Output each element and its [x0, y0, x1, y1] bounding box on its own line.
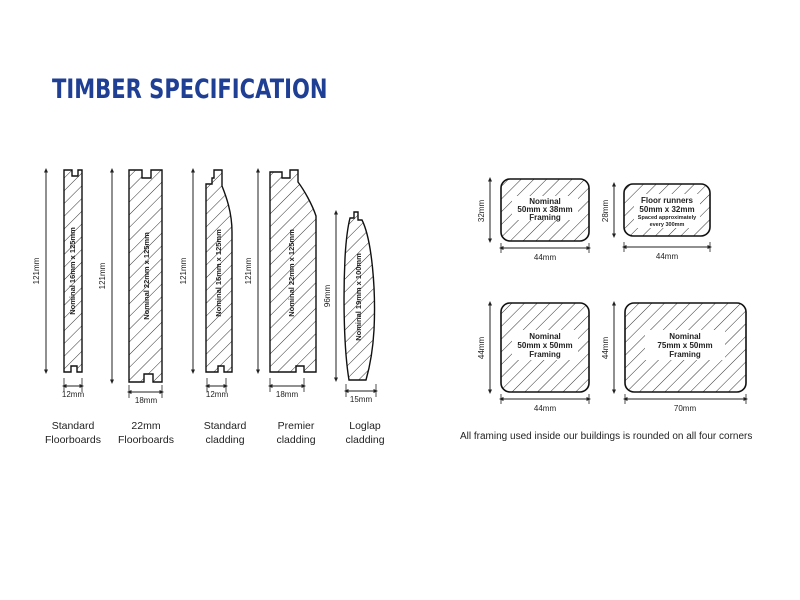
profile-5-width: 15mm: [350, 395, 373, 404]
profile-1-caption-line2: Floorboards: [44, 434, 102, 446]
framing-1-line1: Nominal: [529, 197, 561, 206]
profile-3-caption: Standard cladding: [180, 419, 270, 447]
framing-footnote: All framing used inside our buildings is…: [460, 431, 753, 442]
profile-5-caption-line2: cladding: [345, 434, 385, 446]
framing-2-width: 44mm: [656, 252, 679, 261]
profile-standard-floorboards: [44, 168, 84, 392]
profile-1-caption: Standard Floorboards: [28, 419, 118, 447]
profile-1-width: 12mm: [62, 390, 85, 399]
profile-5-height: 96mm: [323, 285, 332, 308]
profile-1-nominal: Nominal 16mm x 125mm: [68, 227, 77, 315]
profile-4-caption-line1: Premier: [277, 420, 315, 432]
profile-4-nominal: Nominal 22mm x 125mm: [287, 229, 296, 317]
framing-4-line1: Nominal: [669, 332, 701, 341]
profile-1-caption-line1: Standard: [51, 420, 95, 432]
profile-4-width: 18mm: [276, 390, 299, 399]
profile-3-caption-line1: Standard: [203, 420, 247, 432]
framing-2-line2: 50mm x 32mm: [639, 205, 694, 214]
framing-2-line3: Spaced approximately: [638, 215, 697, 221]
framing-1-width: 44mm: [534, 253, 557, 262]
framing-3-line2: 50mm x 50mm: [517, 341, 572, 350]
framing-4-height: 44mm: [601, 337, 610, 360]
profile-5-caption: Loglap cladding: [320, 419, 410, 447]
profile-2-caption: 22mm Floorboards: [101, 419, 191, 447]
framing-4-line2: 75mm x 50mm: [657, 341, 712, 350]
profile-2-height: 121mm: [98, 262, 107, 289]
framing-1-line3: Framing: [529, 213, 561, 222]
profile-5-nominal: Nominal 19mm x 100mm: [354, 253, 363, 341]
framing-4-width: 70mm: [674, 404, 697, 413]
profile-22mm-floorboards: [110, 168, 164, 398]
framing-2-line1: Floor runners: [641, 196, 694, 205]
profile-4-caption: Premier cladding: [251, 419, 341, 447]
framing-4-line3: Framing: [669, 350, 701, 359]
profile-loglap-cladding: [334, 210, 378, 397]
framing-1-line2: 50mm x 38mm: [517, 205, 572, 214]
profile-2-caption-line1: 22mm: [131, 420, 161, 432]
framing-2-height: 28mm: [601, 200, 610, 223]
profile-2-nominal: Nominal 22mm x 125mm: [142, 232, 151, 320]
framing-1-height: 32mm: [477, 200, 486, 223]
profile-3-width: 12mm: [206, 390, 229, 399]
page-title: TIMBER SPECIFICATION: [52, 74, 328, 105]
framing-3-height: 44mm: [477, 337, 486, 360]
framing-3-width: 44mm: [534, 404, 557, 413]
profile-3-nominal: Nominal 16mm x 125mm: [214, 229, 223, 317]
profile-premier-cladding: [256, 168, 317, 392]
framing-3-line3: Framing: [529, 350, 561, 359]
profile-3-caption-line2: cladding: [205, 434, 245, 446]
profile-standard-cladding: [191, 168, 233, 392]
profile-5-caption-line1: Loglap: [349, 420, 381, 432]
profile-1-height: 121mm: [32, 257, 41, 284]
framing-3-line1: Nominal: [529, 332, 561, 341]
profile-2-width: 18mm: [135, 396, 158, 405]
profile-4-caption-line2: cladding: [276, 434, 316, 446]
profile-2-caption-line2: Floorboards: [117, 434, 175, 446]
profile-3-height: 121mm: [179, 257, 188, 284]
framing-2-line4: every 300mm: [650, 222, 685, 228]
profile-4-height: 121mm: [244, 257, 253, 284]
